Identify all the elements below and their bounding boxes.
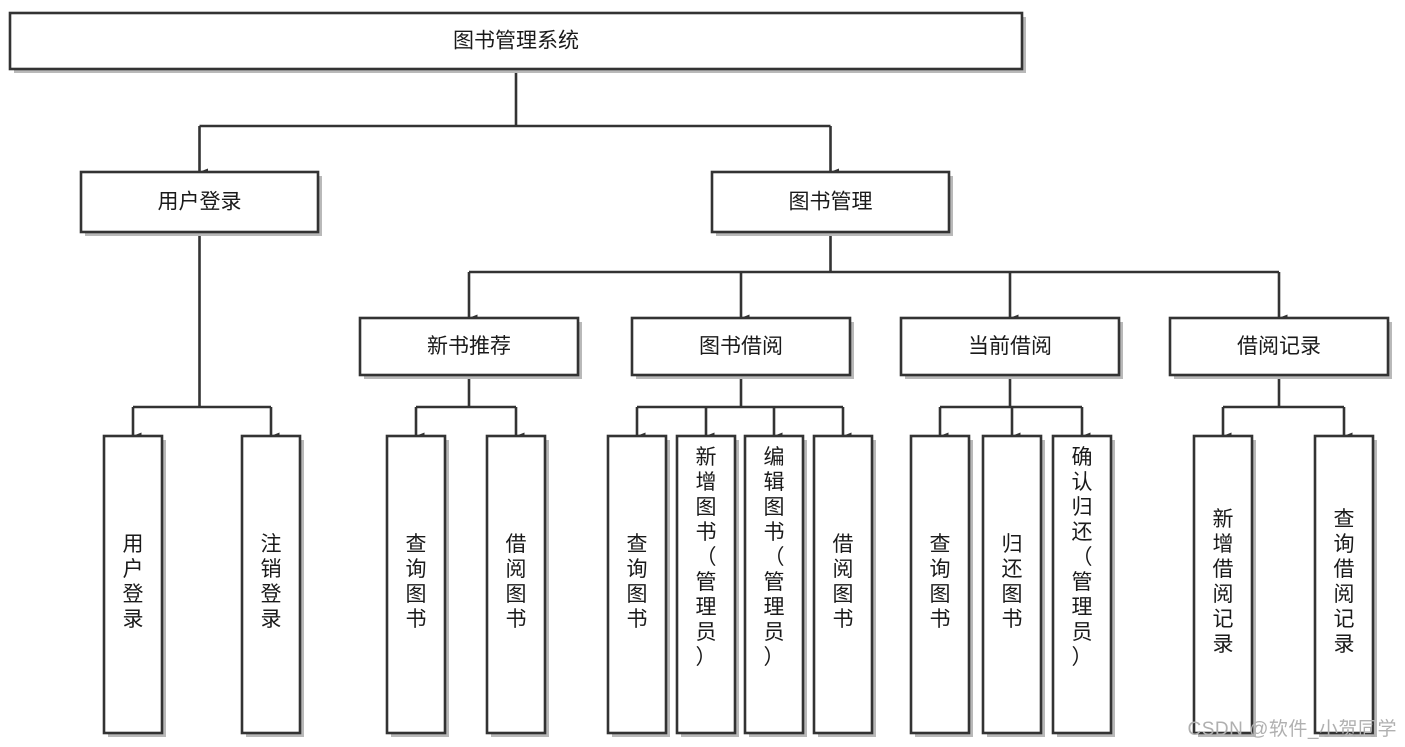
node-label: 图书管理系统: [453, 30, 579, 53]
node-label: 用户登录: [158, 191, 242, 214]
node-leaf-add-book[interactable]: 新增图书（管理员）: [675, 434, 739, 737]
node-leaf-borrow-book-1[interactable]: 借阅图书: [485, 434, 549, 737]
node-borrow-record[interactable]: 借阅记录: [1168, 316, 1392, 379]
node-label: 新书推荐: [427, 335, 511, 358]
node-new-book-recommend[interactable]: 新书推荐: [358, 316, 582, 379]
node-label: 注销登录: [261, 533, 282, 631]
node-leaf-query-record[interactable]: 查询借阅记录: [1313, 434, 1377, 737]
node-label: 借阅图书: [506, 533, 527, 631]
node-book-manage[interactable]: 图书管理: [710, 170, 953, 236]
node-leaf-logout[interactable]: 注销登录: [240, 434, 304, 737]
node-label: 借阅图书: [833, 533, 854, 631]
node-leaf-confirm-return[interactable]: 确认归还（管理员）: [1051, 434, 1115, 737]
node-user-login[interactable]: 用户登录: [79, 170, 322, 236]
node-label: 查询借阅记录: [1334, 508, 1355, 656]
node-label: 查询图书: [930, 533, 951, 631]
node-current-borrow[interactable]: 当前借阅: [899, 316, 1123, 379]
csdn-watermark: CSDN @软件_小贺同学: [1187, 719, 1397, 740]
node-label: 归还图书: [1002, 533, 1023, 631]
node-leaf-query-book-1[interactable]: 查询图书: [385, 434, 449, 737]
node-label: 查询图书: [406, 533, 427, 631]
node-leaf-edit-book[interactable]: 编辑图书（管理员）: [743, 434, 807, 737]
node-label: 当前借阅: [968, 335, 1052, 358]
node-label: 新增图书（管理员）: [696, 446, 717, 669]
node-leaf-user-login[interactable]: 用户登录: [102, 434, 166, 737]
node-label: 新增借阅记录: [1213, 508, 1234, 656]
node-label: 用户登录: [123, 533, 144, 631]
node-layer: 图书管理系统用户登录图书管理新书推荐图书借阅当前借阅借阅记录用户登录注销登录查询…: [8, 11, 1392, 737]
node-leaf-return-book[interactable]: 归还图书: [981, 434, 1045, 737]
node-leaf-borrow-book-2[interactable]: 借阅图书: [812, 434, 876, 737]
node-root-图书管理系统[interactable]: 图书管理系统: [8, 11, 1026, 73]
node-leaf-query-book-3[interactable]: 查询图书: [909, 434, 973, 737]
node-leaf-add-record[interactable]: 新增借阅记录: [1192, 434, 1256, 737]
node-label: 确认归还（管理员）: [1072, 446, 1093, 669]
connector-layer: [131, 69, 1353, 440]
node-label: 编辑图书（管理员）: [764, 446, 785, 669]
node-book-borrow[interactable]: 图书借阅: [630, 316, 854, 379]
node-label: 查询图书: [627, 533, 648, 631]
node-label: 借阅记录: [1237, 335, 1321, 358]
node-leaf-query-book-2[interactable]: 查询图书: [606, 434, 670, 737]
node-label: 图书借阅: [699, 335, 783, 358]
node-label: 图书管理: [789, 191, 873, 214]
